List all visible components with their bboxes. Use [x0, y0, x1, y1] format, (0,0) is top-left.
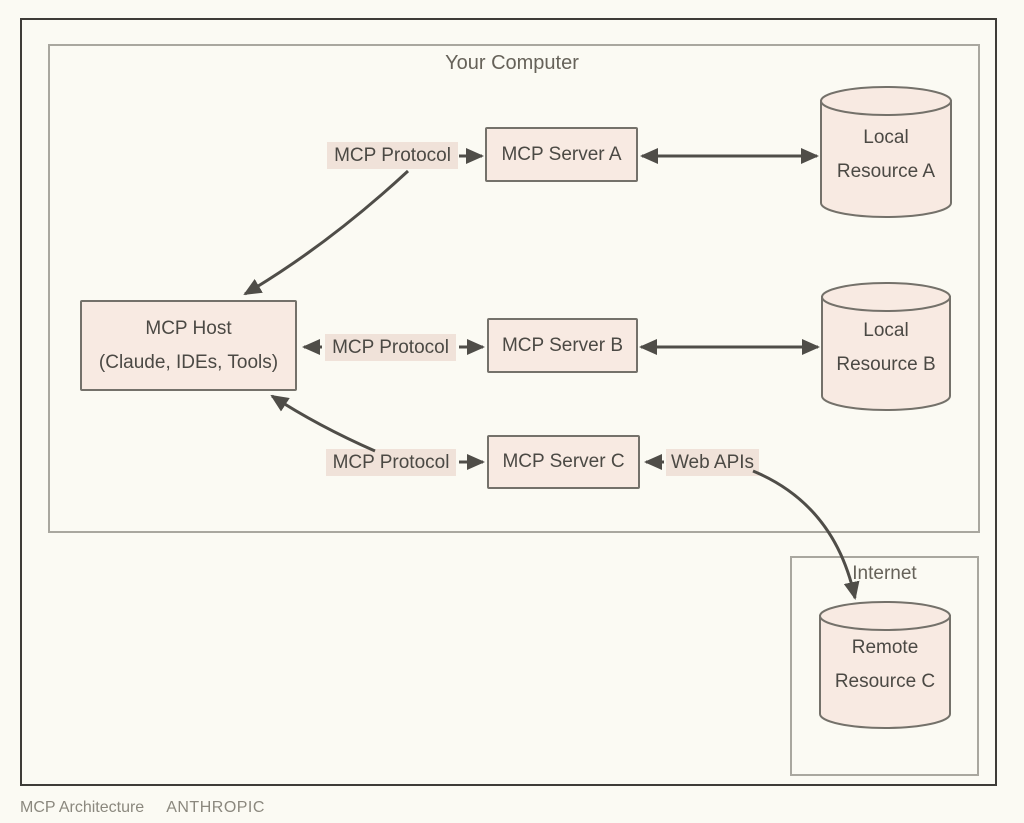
- your-computer-group: [48, 44, 980, 533]
- mcp-server-a-label: MCP Server A: [501, 143, 622, 165]
- local-resource-a-line2: Resource A: [836, 161, 936, 182]
- mcp-server-b-node: MCP Server B: [487, 318, 638, 373]
- remote-resource-c-line1: Remote: [851, 637, 919, 658]
- local-resource-a-line1: Local: [863, 127, 909, 148]
- local-resource-b-label: Local Resource B: [822, 314, 950, 382]
- edge-label-web-apis: Web APIs: [666, 449, 759, 476]
- footer-brand: ANTHROPIC: [166, 799, 265, 816]
- remote-resource-c-line2: Resource C: [834, 671, 936, 692]
- internet-group: [790, 556, 979, 776]
- edge-label-mcp-protocol-c: MCP Protocol: [326, 449, 456, 476]
- mcp-host-node: MCP Host (Claude, IDEs, Tools): [80, 300, 297, 391]
- edge-label-mcp-protocol-b: MCP Protocol: [325, 334, 456, 361]
- footer-title: MCP Architecture: [20, 799, 145, 816]
- mcp-host-subtitle: (Claude, IDEs, Tools): [98, 351, 279, 373]
- local-resource-b-line1: Local: [863, 320, 909, 341]
- remote-resource-c-label: Remote Resource C: [820, 631, 950, 699]
- mcp-server-c-node: MCP Server C: [487, 435, 640, 489]
- mcp-server-a-node: MCP Server A: [485, 127, 638, 182]
- local-resource-a-label: Local Resource A: [821, 121, 951, 189]
- edge-label-mcp-protocol-a: MCP Protocol: [327, 142, 458, 169]
- mcp-server-c-label: MCP Server C: [502, 451, 625, 472]
- mcp-server-b-label: MCP Server B: [501, 334, 624, 356]
- your-computer-label: Your Computer: [445, 52, 579, 74]
- diagram-frame: [20, 18, 997, 786]
- footer-caption: MCP Architecture ANTHROPIC: [20, 799, 265, 817]
- internet-label: Internet: [852, 563, 917, 584]
- local-resource-b-line2: Resource B: [836, 354, 936, 375]
- mcp-host-title: MCP Host: [145, 317, 232, 339]
